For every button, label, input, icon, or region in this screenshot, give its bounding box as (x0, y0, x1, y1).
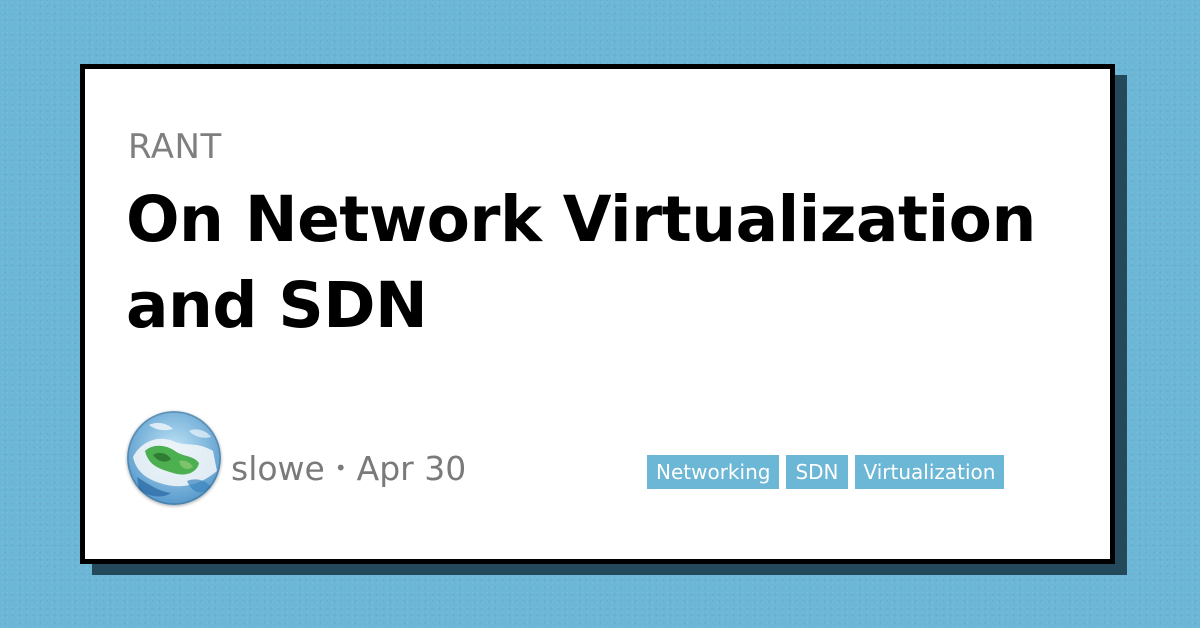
post-date: Apr 30 (356, 449, 467, 488)
author-name[interactable]: slowe (231, 449, 325, 488)
post-title[interactable]: On Network Virtualization and SDN (126, 183, 1036, 342)
post-card[interactable]: RANT On Network Virtualization and SDN s… (80, 64, 1115, 564)
author-avatar[interactable] (127, 411, 221, 505)
tag-sdn[interactable]: SDN (786, 455, 848, 489)
post-category: RANT (128, 127, 222, 167)
tag-virtualization[interactable]: Virtualization (854, 455, 1005, 489)
globe-avatar-icon (127, 411, 221, 505)
post-meta: slowe • Apr 30 (231, 449, 466, 491)
tag-networking[interactable]: Networking (647, 455, 780, 489)
tag-list: Networking SDN Virtualization (647, 455, 1005, 489)
meta-separator: • (334, 455, 347, 480)
